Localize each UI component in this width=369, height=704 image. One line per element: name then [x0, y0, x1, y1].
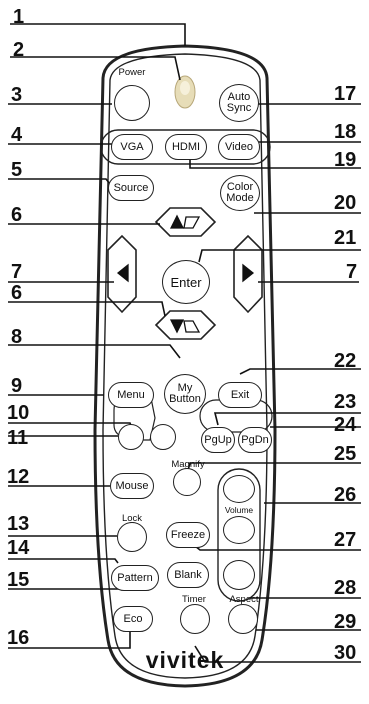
color-mode-button[interactable]: Color Mode: [220, 175, 260, 211]
callout-number: 12: [7, 467, 29, 487]
pattern-button[interactable]: Pattern: [111, 565, 159, 591]
mouse-left-click-button[interactable]: [118, 424, 144, 450]
vga-button[interactable]: VGA: [111, 134, 153, 160]
magnify-button[interactable]: [173, 468, 201, 496]
callout-number: 14: [7, 538, 29, 558]
callout-number: 20: [334, 193, 356, 213]
callout-number: 6: [11, 283, 22, 303]
callout-number: 25: [334, 444, 356, 464]
pgdn-label: PgDn: [241, 435, 269, 446]
callout-number: 15: [7, 570, 29, 590]
blank-button[interactable]: Blank: [167, 562, 209, 588]
mouse-button[interactable]: Mouse: [110, 473, 154, 499]
pgup-label: PgUp: [204, 435, 232, 446]
freeze-button[interactable]: Freeze: [166, 522, 210, 548]
hdmi-label: HDMI: [172, 142, 200, 153]
mute-button[interactable]: [223, 560, 255, 590]
exit-label: Exit: [231, 390, 249, 401]
menu-button[interactable]: Menu: [108, 382, 154, 408]
callout-number: 22: [334, 351, 356, 371]
callout-number: 28: [334, 578, 356, 598]
callout-number: 13: [7, 514, 29, 534]
callout-number: 11: [7, 428, 28, 448]
callout-number: 10: [7, 403, 29, 423]
callout-number: 7: [11, 262, 22, 282]
enter-label: Enter: [170, 277, 201, 288]
callout-number: 18: [334, 122, 356, 142]
auto-sync-button[interactable]: Auto Sync: [219, 84, 259, 122]
callout-number: 2: [13, 40, 24, 60]
pattern-label: Pattern: [117, 573, 152, 584]
callout-number: 27: [334, 530, 356, 550]
volume-down-button[interactable]: [223, 516, 255, 544]
volume-up-button[interactable]: [223, 475, 255, 503]
my-button-label-line2: Button: [169, 394, 201, 405]
eco-button[interactable]: Eco: [113, 606, 153, 632]
callout-number: 21: [334, 228, 356, 248]
callout-number: 19: [334, 150, 356, 170]
callout-number: 5: [11, 160, 22, 180]
callout-number: 6: [11, 205, 22, 225]
eco-label: Eco: [124, 614, 143, 625]
power-caption: Power: [112, 67, 152, 78]
pgup-button[interactable]: PgUp: [201, 427, 235, 453]
callout-number: 1: [13, 7, 24, 27]
pgdn-button[interactable]: PgDn: [238, 427, 272, 453]
power-button[interactable]: [114, 85, 150, 121]
callout-number: 30: [334, 643, 356, 663]
timer-button[interactable]: [180, 604, 210, 634]
mouse-right-click-button[interactable]: [150, 424, 176, 450]
volume-caption: Volume: [222, 505, 256, 515]
aspect-button[interactable]: [228, 604, 258, 634]
brand-logo: vivitek: [124, 648, 246, 672]
vga-label: VGA: [120, 142, 143, 153]
blank-label: Blank: [174, 570, 202, 581]
callout-number: 8: [11, 327, 22, 347]
auto-sync-label-line2: Sync: [227, 103, 251, 114]
hdmi-button[interactable]: HDMI: [165, 134, 207, 160]
callout-number: 26: [334, 485, 356, 505]
mouse-label: Mouse: [115, 481, 148, 492]
menu-label: Menu: [117, 390, 145, 401]
auto-sync-label-line1: Auto: [228, 92, 251, 103]
callout-number: 4: [11, 125, 22, 145]
callout-number: 29: [334, 612, 356, 632]
color-mode-label-line1: Color: [227, 182, 253, 193]
enter-button[interactable]: Enter: [162, 260, 210, 304]
lock-button[interactable]: [117, 522, 147, 552]
video-label: Video: [225, 142, 253, 153]
callout-number: 9: [11, 376, 22, 396]
source-label: Source: [114, 183, 149, 194]
freeze-label: Freeze: [171, 530, 205, 541]
exit-button[interactable]: Exit: [218, 382, 262, 408]
video-button[interactable]: Video: [218, 134, 260, 160]
callout-number: 7: [346, 262, 357, 282]
callout-number: 16: [7, 628, 29, 648]
callout-number: 3: [11, 85, 22, 105]
callout-number: 23: [334, 392, 356, 412]
my-button-label-line1: My: [178, 383, 193, 394]
color-mode-label-line2: Mode: [226, 193, 254, 204]
my-button[interactable]: My Button: [164, 374, 206, 414]
callout-number: 24: [334, 415, 356, 435]
source-button[interactable]: Source: [108, 175, 154, 201]
callout-number: 17: [334, 84, 356, 104]
